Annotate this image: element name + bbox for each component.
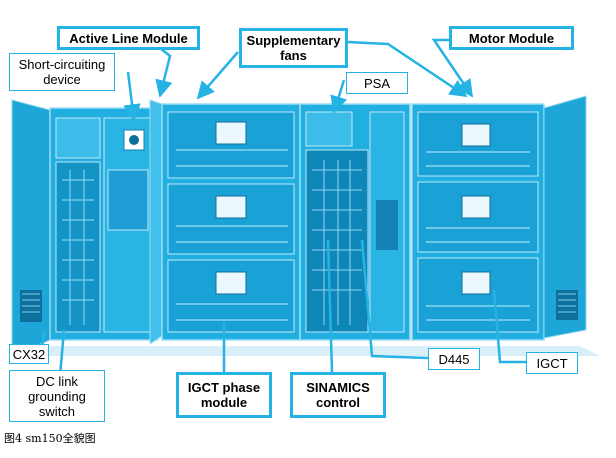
label-psa: PSA <box>346 72 408 94</box>
active-line-cabinet <box>11 99 159 357</box>
leader-igct <box>492 289 526 364</box>
label-dc-link-grounding-switch: DC link grounding switch <box>9 370 105 422</box>
label-cx32: CX32 <box>9 344 49 364</box>
leader-active-line <box>155 47 173 98</box>
leader-fans-left <box>196 51 239 100</box>
motor-module-cabinet <box>411 95 587 341</box>
label-sinamics-control: SINAMICS control <box>290 372 386 418</box>
leader-short-circuit <box>123 71 141 122</box>
leader-lines <box>40 38 526 377</box>
label-d445: D445 <box>428 348 480 370</box>
control-cabinet <box>299 103 411 341</box>
label-active-line-module: Active Line Module <box>57 26 200 50</box>
igct-phase-cabinet <box>149 99 301 345</box>
label-motor-module: Motor Module <box>449 26 574 50</box>
figure-caption: 图4 sm150全貌图 <box>4 432 96 445</box>
label-short-circuiting-device: Short-circuiting device <box>9 53 115 91</box>
leader-psa <box>330 79 348 114</box>
leader-fans-right <box>347 40 468 98</box>
leader-d445 <box>360 239 429 360</box>
label-igct: IGCT <box>526 352 578 374</box>
label-igct-phase-module: IGCT phase module <box>176 372 272 418</box>
label-supplementary-fans: Supplementary fans <box>239 28 348 68</box>
leader-sinamics <box>326 239 334 373</box>
leader-dc-link <box>58 329 66 377</box>
